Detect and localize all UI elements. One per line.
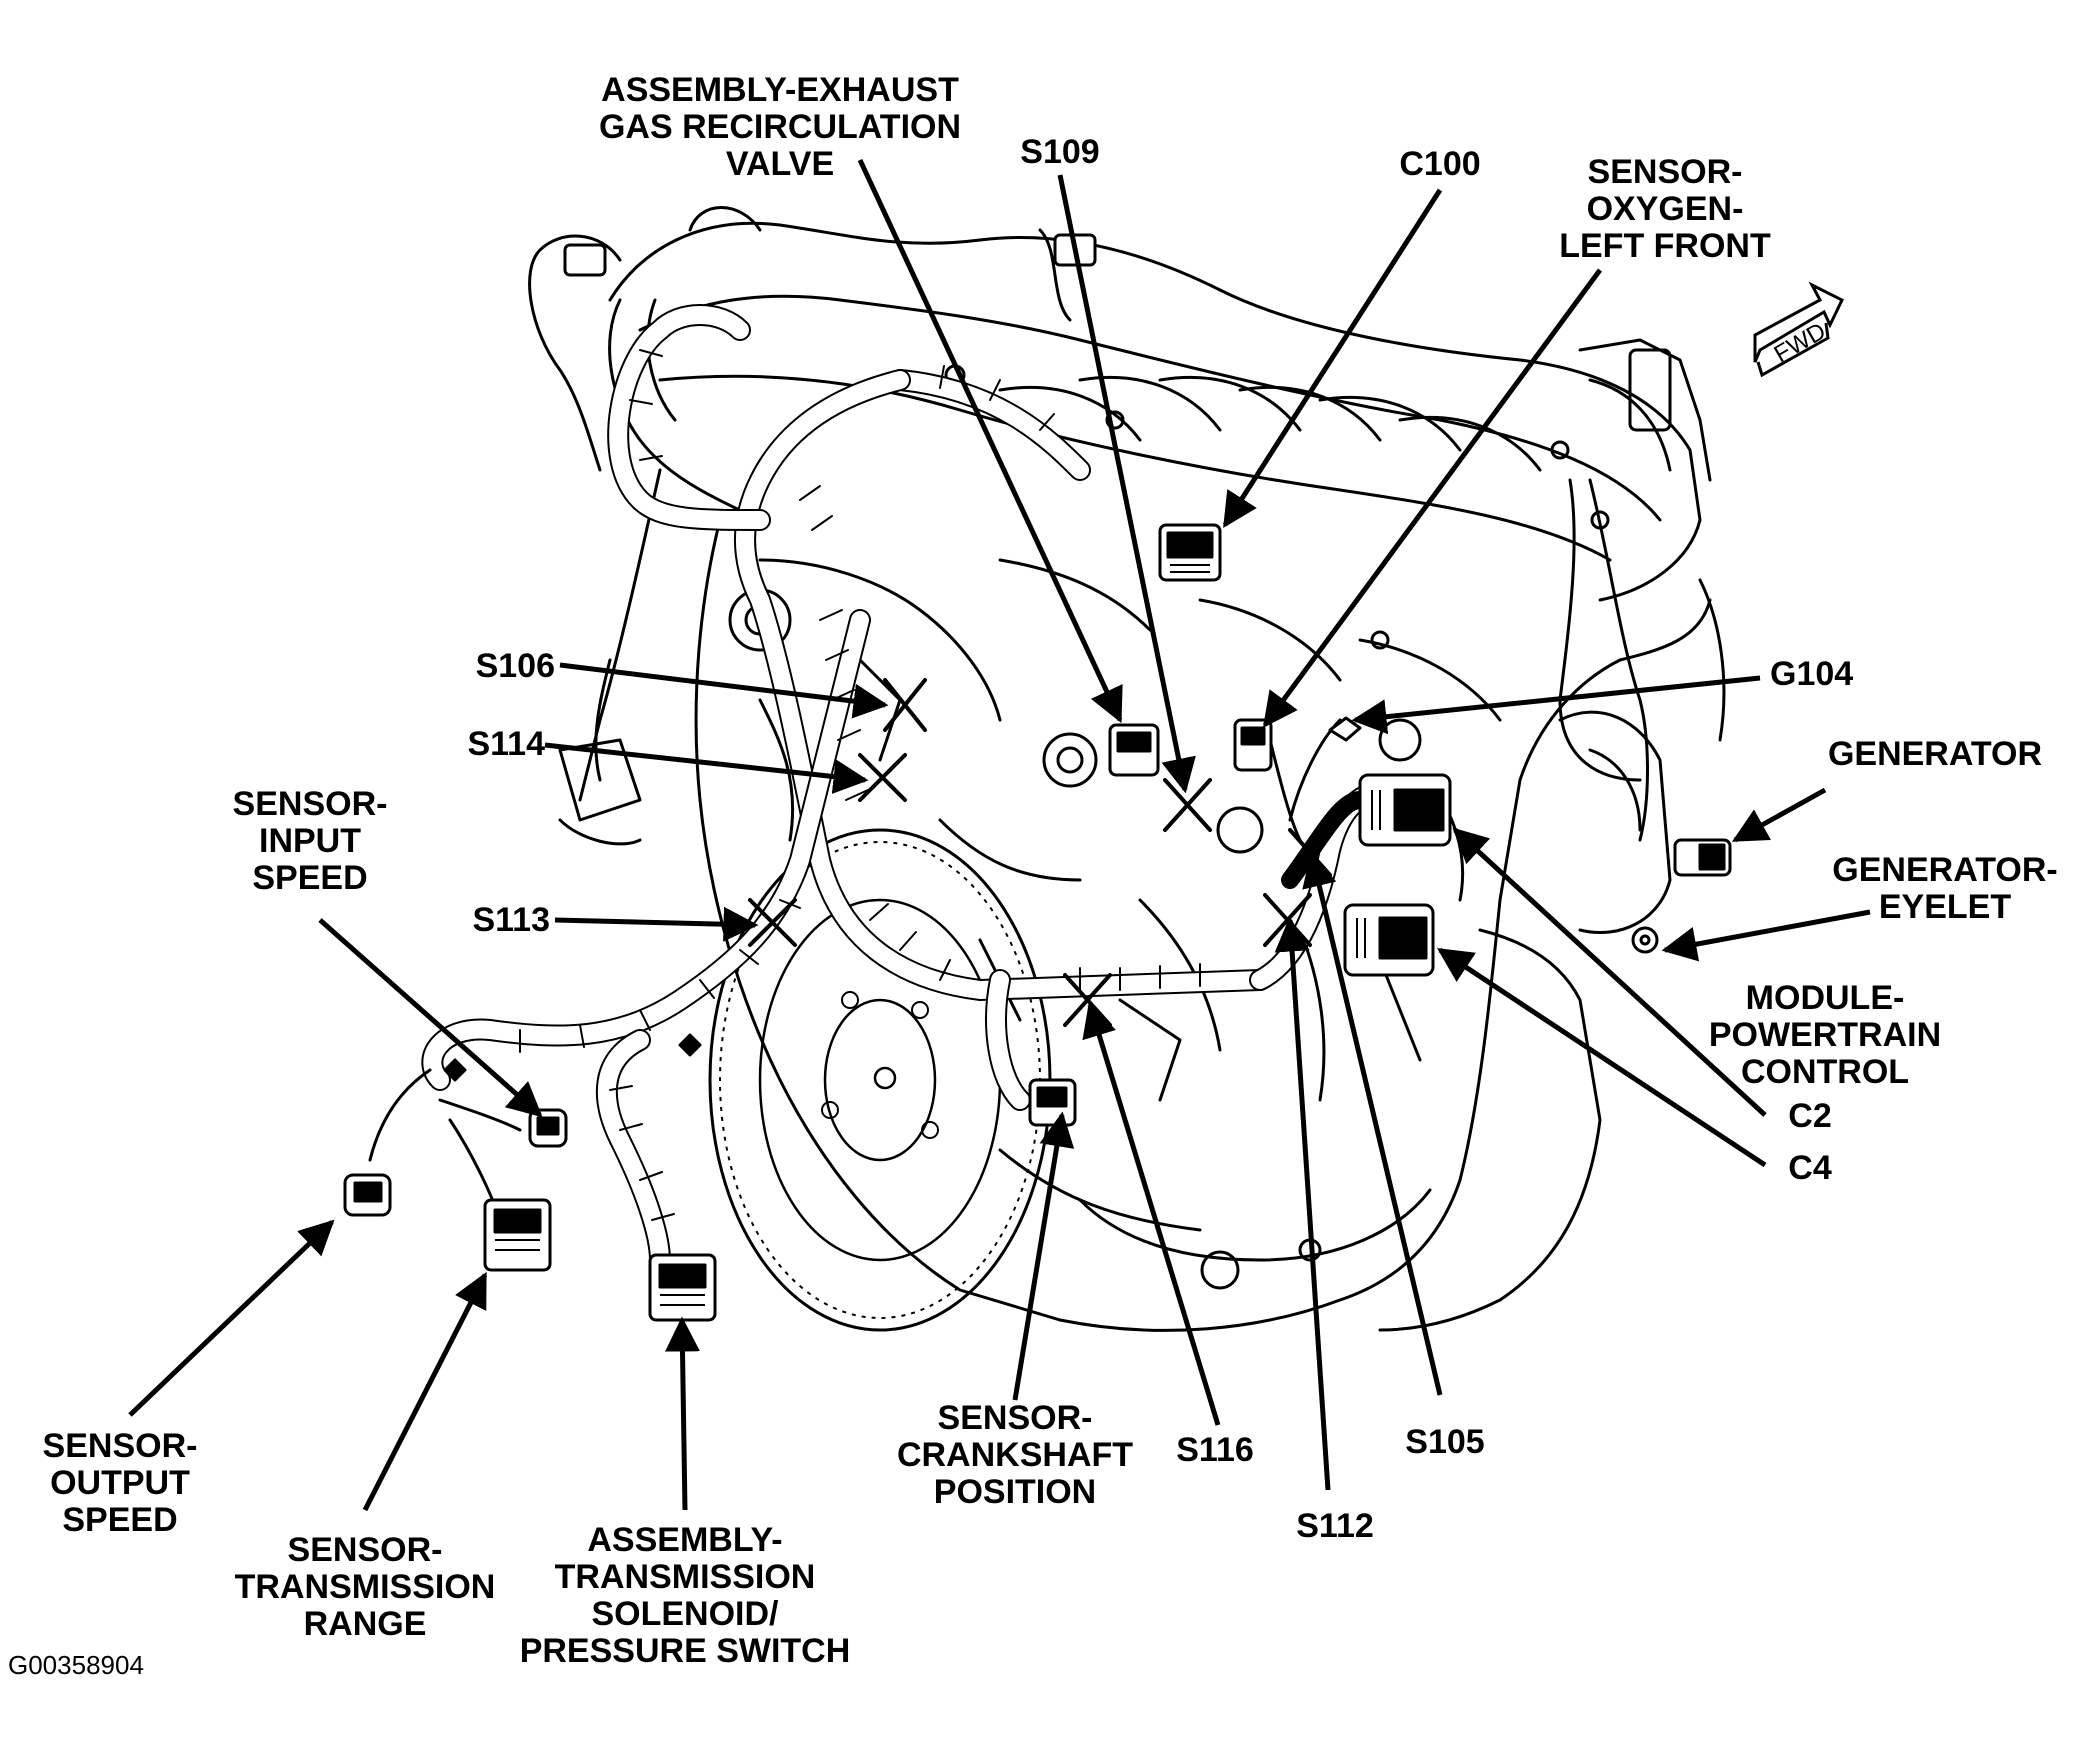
connector-trans-solenoid (648, 1253, 717, 1322)
arrow-s105 (1302, 851, 1443, 1396)
label-s114: S114 (467, 725, 545, 763)
connector-egr (1108, 723, 1160, 777)
label-generator-eyelet: GENERATOR- EYELET (1832, 851, 2058, 926)
label-output-speed: SENSOR- OUTPUT SPEED (42, 1427, 198, 1539)
connector-upper-left (563, 243, 607, 277)
arrow-crank-position (1012, 1111, 1075, 1401)
arrow-s112 (1274, 916, 1331, 1491)
arrow-trans-range (362, 1271, 488, 1512)
label-pcm: MODULE- POWERTRAIN CONTROL (1708, 979, 1942, 1091)
arrow-output-speed (128, 1219, 335, 1417)
label-s112: S112 (1296, 1507, 1374, 1545)
arrow-generator-eyelet (1661, 909, 1871, 962)
connector-trans-range (483, 1198, 552, 1272)
label-s106: S106 (475, 647, 555, 685)
splice-s114 (858, 753, 907, 802)
splice-s106 (883, 678, 927, 732)
label-o2-left-front: SENSOR- OXYGEN- LEFT FRONT (1559, 153, 1771, 265)
arrow-s109 (1057, 174, 1196, 794)
engine-drawing (538, 206, 1726, 1332)
label-input-speed: SENSOR- INPUT SPEED (232, 785, 388, 897)
arrow-s116 (1082, 1001, 1221, 1426)
label-generator: GENERATOR (1827, 735, 2043, 773)
fwd-arrow: FWD (1753, 281, 1844, 378)
connector-output-speed (343, 1173, 392, 1217)
connector-input-speed (528, 1108, 568, 1148)
generator-eyelet (1631, 926, 1659, 954)
arrow-generator (1731, 787, 1827, 843)
arrow-trans-solenoid (664, 1316, 700, 1511)
label-c2: C2 (1788, 1097, 1832, 1135)
label-s109: S109 (1020, 133, 1100, 171)
label-trans-solenoid: ASSEMBLY- TRANSMISSION SOLENOID/ PRESSUR… (519, 1521, 851, 1670)
label-c4: C4 (1788, 1149, 1832, 1187)
connector-c4 (1343, 903, 1435, 977)
connector-generator (1673, 838, 1732, 877)
arrow-c100 (1222, 188, 1443, 528)
connectors (343, 233, 1732, 1322)
arrow-input-speed (318, 918, 543, 1118)
connector-o2-sensor (1233, 718, 1273, 772)
label-trans-range: SENSOR- TRANSMISSION RANGE (234, 1531, 496, 1643)
arrow-c2 (1452, 827, 1767, 1117)
arrow-s106 (559, 662, 889, 719)
label-g104: G104 (1770, 655, 1854, 693)
arrow-g104 (1351, 675, 1761, 735)
label-crank-position: SENSOR- CRANKSHAFT POSITION (896, 1399, 1134, 1511)
arrow-s113 (554, 906, 759, 942)
connector-crank-sensor (1028, 1078, 1077, 1127)
figure-id: G00358904 (8, 1650, 144, 1680)
connector-c100 (1158, 523, 1222, 582)
label-s116: S116 (1176, 1431, 1254, 1469)
label-s113: S113 (472, 901, 550, 939)
label-egr-valve: ASSEMBLY-EXHAUST GAS RECIRCULATION VALVE (598, 71, 962, 183)
label-c100: C100 (1399, 145, 1481, 183)
arrow-c4 (1437, 947, 1767, 1168)
arrow-s114 (544, 742, 869, 794)
splice-s109 (1163, 778, 1212, 832)
harness-clips (443, 1033, 702, 1082)
arrow-o2-sensor (1262, 268, 1603, 728)
leader-arrows (128, 158, 1871, 1512)
label-s105: S105 (1405, 1423, 1485, 1461)
connector-c2 (1358, 773, 1452, 847)
arrow-egr (857, 158, 1123, 724)
